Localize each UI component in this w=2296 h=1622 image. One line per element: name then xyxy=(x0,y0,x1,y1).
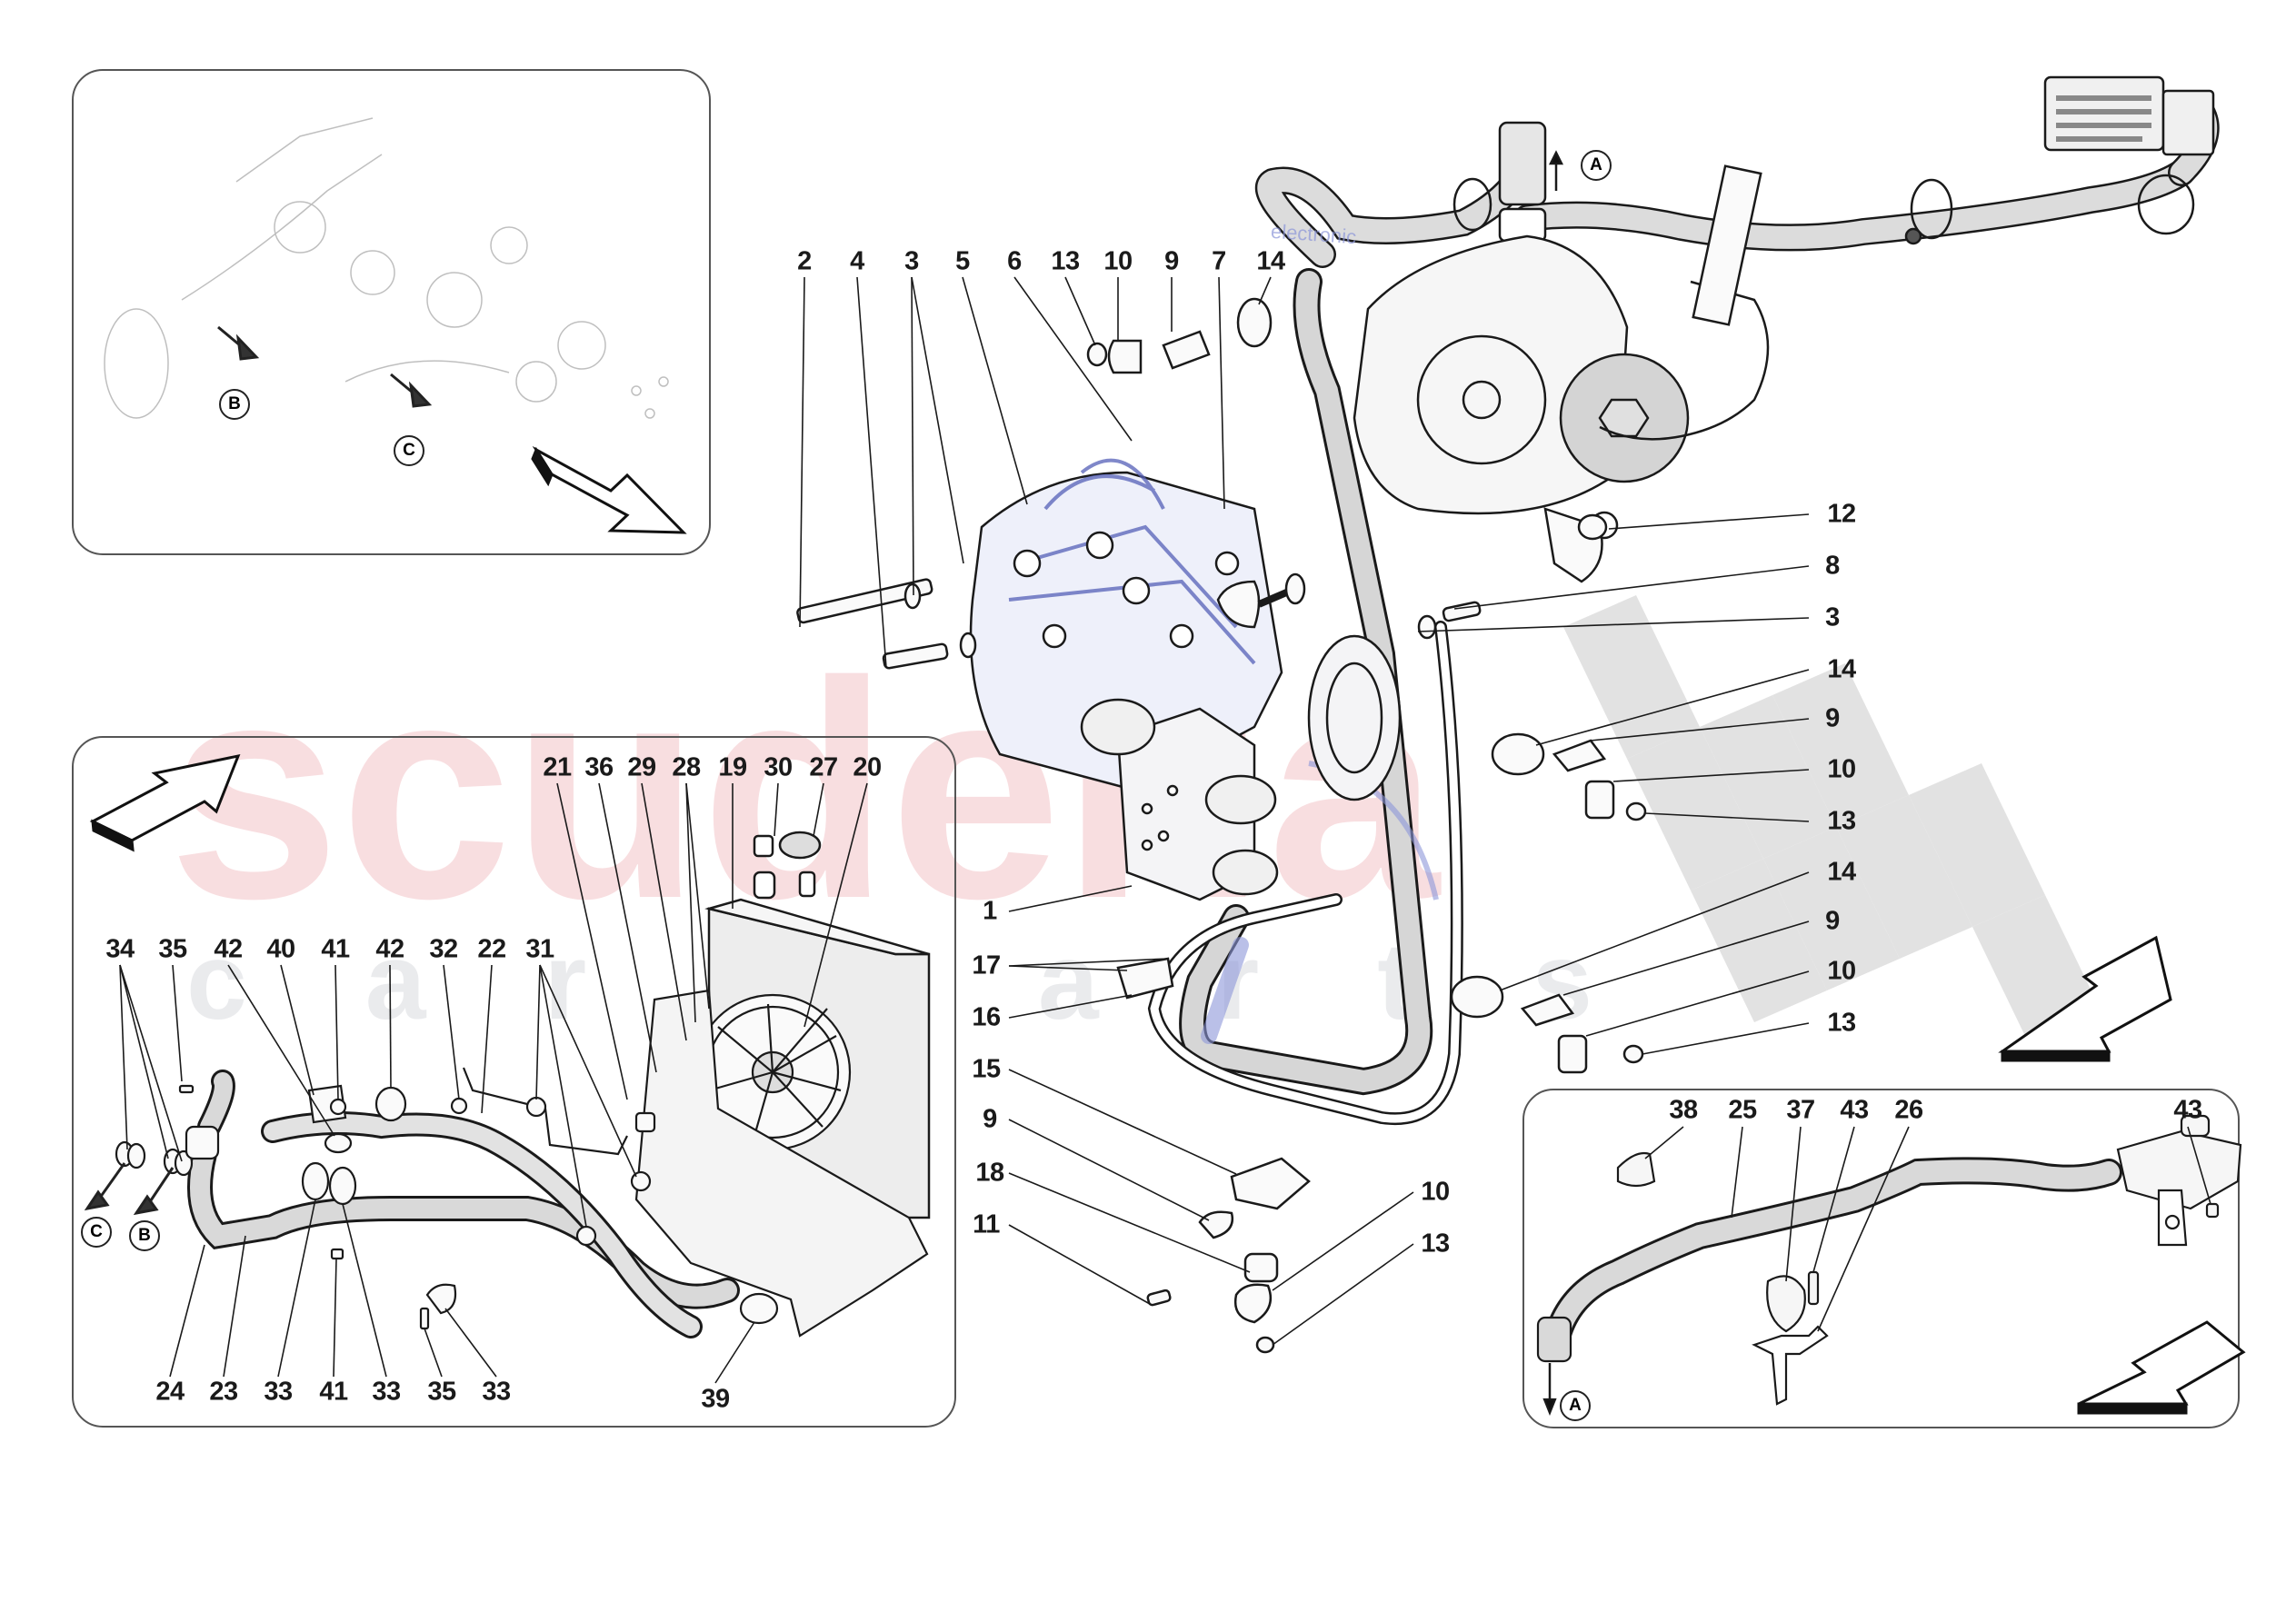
part-callout-3: 3 xyxy=(1825,602,1840,632)
hydraulic-reservoir-assembly xyxy=(1353,164,1770,583)
direction-arrow-bottom-right-inset xyxy=(2077,1320,2246,1415)
part-callout-1: 1 xyxy=(983,896,997,926)
cooler-part-callout-36: 36 xyxy=(584,752,614,782)
inset-reservoir-pipe xyxy=(1522,1089,2240,1428)
cooler-part-callout-35: 35 xyxy=(158,934,187,964)
part-callout-10: 10 xyxy=(1421,1177,1450,1207)
part-callout-14: 14 xyxy=(1827,654,1856,684)
part-callout-10: 10 xyxy=(1827,956,1856,986)
ecu-connector xyxy=(2043,75,2215,156)
part-callout-16: 16 xyxy=(972,1002,1001,1032)
cooler-part-callout-19: 19 xyxy=(718,752,747,782)
cooler-part-callout-35: 35 xyxy=(427,1377,456,1407)
part-callout-13: 13 xyxy=(1421,1229,1450,1259)
direction-arrow-top-left xyxy=(531,445,687,534)
engine-ghost-sketch xyxy=(104,117,669,419)
cooler-part-callout-27: 27 xyxy=(809,752,838,782)
reference-marker-c: C xyxy=(394,435,424,466)
cooler-bracket xyxy=(462,989,929,1338)
part-callout-6: 6 xyxy=(1007,246,1022,276)
part-callout-2: 2 xyxy=(797,246,812,276)
cooler-part-callout-22: 22 xyxy=(477,934,506,964)
cooler-part-callout-20: 20 xyxy=(853,752,882,782)
cooler-part-callout-33: 33 xyxy=(264,1377,293,1407)
part-callout-9: 9 xyxy=(1825,906,1840,936)
part-callout-13: 13 xyxy=(1827,1008,1856,1038)
part-callout-5: 5 xyxy=(955,246,970,276)
leader-lines-bottom-left xyxy=(119,782,868,1384)
reference-marker-b: B xyxy=(129,1220,160,1251)
part-callout-3: 3 xyxy=(904,246,919,276)
cooler-part-callout-28: 28 xyxy=(672,752,701,782)
part-callout-13: 13 xyxy=(1051,246,1080,276)
reservoir-pipe xyxy=(1545,1157,2122,1345)
reference-marker-b: B xyxy=(219,389,250,420)
part-callout-10: 10 xyxy=(1827,754,1856,784)
cooler-part-callout-41: 41 xyxy=(321,934,350,964)
cooler-part-callout-33: 33 xyxy=(372,1377,401,1407)
leader-lines-main xyxy=(799,276,1810,1346)
cooler-part-callout-34: 34 xyxy=(105,934,135,964)
reservoir-part-callout-43: 43 xyxy=(1840,1095,1869,1125)
cooler-part-callout-41: 41 xyxy=(319,1377,348,1407)
reservoir-part-callout-43: 43 xyxy=(2173,1095,2202,1125)
part-callout-15: 15 xyxy=(972,1054,1001,1084)
direction-arrow-bottom-left xyxy=(89,753,241,852)
reservoir-part-callout-38: 38 xyxy=(1669,1095,1698,1125)
part-callout-14: 14 xyxy=(1256,246,1285,276)
cooler-part-callout-42: 42 xyxy=(375,934,404,964)
cooler-ref-arrows xyxy=(84,1162,175,1216)
part-callout-13: 13 xyxy=(1827,806,1856,836)
reservoir-parts xyxy=(1536,1114,2242,1416)
cooler-part-callout-30: 30 xyxy=(764,752,793,782)
part-callout-9: 9 xyxy=(983,1104,997,1134)
inset-engine-overview xyxy=(72,69,711,555)
reference-marker-a: A xyxy=(1560,1390,1591,1421)
part-callout-14: 14 xyxy=(1827,857,1856,887)
part-callout-8: 8 xyxy=(1825,551,1840,581)
reservoir-part-callout-26: 26 xyxy=(1894,1095,1923,1125)
cooler-part-callout-23: 23 xyxy=(209,1377,238,1407)
part-callout-12: 12 xyxy=(1827,499,1856,529)
part-callout-17: 17 xyxy=(972,950,1001,980)
reference-marker-c: C xyxy=(81,1217,112,1248)
part-callout-7: 7 xyxy=(1212,246,1226,276)
exploded-fasteners xyxy=(796,297,1647,1354)
cooler-part-callout-21: 21 xyxy=(543,752,572,782)
part-callout-9: 9 xyxy=(1164,246,1179,276)
direction-arrow-right-main xyxy=(1998,935,2172,1062)
cooler-part-callout-29: 29 xyxy=(627,752,656,782)
checker-flag-pattern xyxy=(1563,595,2109,1059)
inset-oil-cooler xyxy=(72,736,956,1428)
part-callout-10: 10 xyxy=(1103,246,1133,276)
part-callout-4: 4 xyxy=(850,246,864,276)
cooling-fan xyxy=(694,993,852,1151)
reference-arrows-top-left xyxy=(217,325,433,408)
cooler-part-callout-33: 33 xyxy=(482,1377,511,1407)
cooler-part-callout-32: 32 xyxy=(429,934,458,964)
cooler-pipes xyxy=(187,1070,740,1338)
part-callout-11: 11 xyxy=(973,1209,1000,1239)
reservoir-part-callout-37: 37 xyxy=(1786,1095,1815,1125)
cooler-part-callout-42: 42 xyxy=(214,934,243,964)
cooler-part-callout-31: 31 xyxy=(525,934,554,964)
cooler-part-callout-39: 39 xyxy=(701,1384,730,1414)
part-callout-18: 18 xyxy=(975,1158,1004,1188)
cooler-small-parts xyxy=(115,1084,779,1330)
leader-lines-bottom-right xyxy=(1644,1126,2211,1332)
reservoir-part-callout-25: 25 xyxy=(1728,1095,1757,1125)
cooler-part-callout-24: 24 xyxy=(155,1377,185,1407)
harness-connector-a xyxy=(1498,121,1564,243)
reference-marker-a: A xyxy=(1581,150,1612,181)
part-callout-9: 9 xyxy=(1825,703,1840,733)
cooler-part-callout-40: 40 xyxy=(266,934,295,964)
